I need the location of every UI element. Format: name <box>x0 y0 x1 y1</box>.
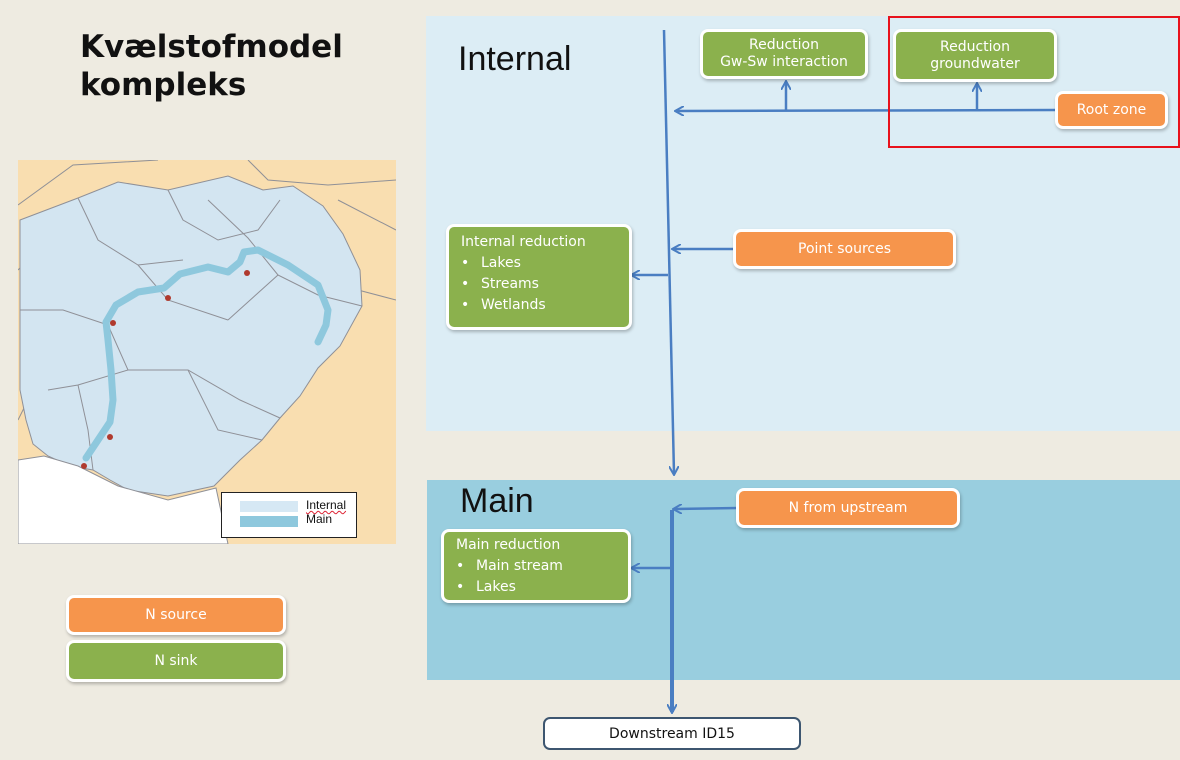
internal-zone-label: Internal <box>458 40 572 78</box>
main-river <box>82 246 332 462</box>
main-reduction-box: Main reduction Main stream Lakes <box>441 529 631 603</box>
legend-main-swatch <box>240 516 298 527</box>
legend-main-label: Main <box>306 512 333 526</box>
legend-internal-swatch <box>240 501 298 512</box>
downstream-label: Downstream ID15 <box>609 725 735 742</box>
n-sink-key: N sink <box>66 640 286 682</box>
internal-reduction-item: Streams <box>471 274 629 295</box>
main-reduction-item: Main stream <box>466 556 628 577</box>
n-source-key: N source <box>66 595 286 635</box>
internal-reduction-item: Lakes <box>471 253 629 274</box>
title-line-1: Kvælstofmodel <box>80 29 343 65</box>
n-sink-label: N sink <box>154 652 198 669</box>
gw-sw-reduction-line1: Reduction <box>749 37 819 53</box>
internal-reduction-item: Wetlands <box>471 295 629 316</box>
groundwater-reduction-box: Reduction groundwater <box>893 29 1057 82</box>
root-zone-flow <box>676 110 1057 111</box>
n-source-label: N source <box>145 606 207 623</box>
point-sources-box: Point sources <box>733 229 956 269</box>
groundwater-reduction-line2: groundwater <box>930 55 1020 72</box>
gw-sw-reduction-line2: Gw-Sw interaction <box>720 54 848 70</box>
main-zone-label: Main <box>460 482 534 520</box>
map-legend: Internal Main <box>221 492 357 538</box>
main-reduction-item: Lakes <box>466 577 628 598</box>
legend-internal-label: Internal <box>306 498 347 512</box>
root-zone-box: Root zone <box>1055 91 1168 129</box>
point-sources-label: Point sources <box>798 240 891 257</box>
slide-title: Kvælstofmodel kompleks <box>80 28 410 104</box>
title-line-2: kompleks <box>80 67 247 103</box>
n-from-upstream-box: N from upstream <box>736 488 960 528</box>
main-reduction-heading: Main reduction <box>456 537 561 553</box>
internal-reduction-box: Internal reduction Lakes Streams Wetland… <box>446 224 632 330</box>
downstream-box: Downstream ID15 <box>543 717 801 750</box>
root-zone-label: Root zone <box>1076 101 1147 118</box>
catchment-map <box>18 160 396 544</box>
n-from-upstream-label: N from upstream <box>788 499 908 516</box>
groundwater-reduction-line1: Reduction <box>940 38 1010 55</box>
gw-sw-reduction-box: Reduction Gw-Sw interaction <box>700 29 868 79</box>
upstream-arrow <box>674 508 739 509</box>
highlight-rectangle <box>888 16 1180 148</box>
internal-zone <box>426 16 1180 431</box>
internal-trunk-line <box>662 29 674 474</box>
internal-reduction-heading: Internal reduction <box>461 234 586 250</box>
